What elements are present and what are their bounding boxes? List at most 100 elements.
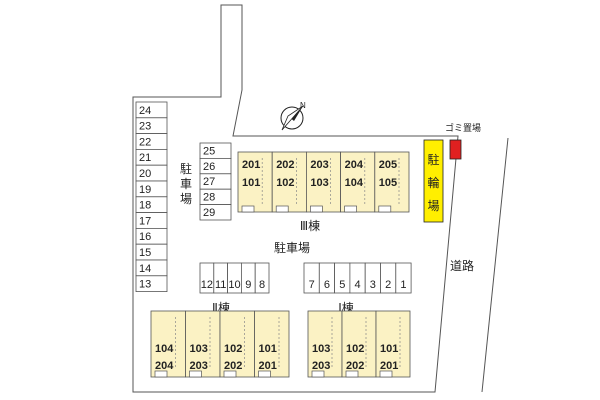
- parking-stall-number: 13: [139, 279, 151, 291]
- unit-cell: [374, 151, 410, 213]
- door-tab: [223, 370, 237, 378]
- unit-cell: [254, 310, 290, 378]
- door-tab: [189, 370, 202, 378]
- parking-stall-number: 19: [139, 184, 151, 196]
- unit-cell: [237, 151, 273, 213]
- bike-label-1: 駐: [427, 152, 439, 167]
- unit-number-lower: 203: [190, 360, 208, 372]
- unit-number-upper: 103: [190, 343, 208, 355]
- parking-stall: [395, 262, 412, 294]
- unit-cell: [341, 310, 377, 378]
- parking-stall-number: 3: [370, 279, 376, 291]
- door-tab: [241, 205, 255, 213]
- unit-number-upper: 102: [224, 343, 242, 355]
- unit-number-lower: 201: [259, 360, 277, 372]
- parking-stall-number: 9: [245, 279, 251, 291]
- unit-number-upper: 101: [380, 343, 398, 355]
- building-3-label: Ⅲ棟: [300, 218, 320, 233]
- parking-stall-number: 27: [203, 176, 215, 188]
- parking-stall-number: 5: [339, 279, 345, 291]
- trash-area: [449, 139, 462, 160]
- unit-number-lower: 101: [242, 177, 260, 189]
- unit-number-lower: 202: [346, 360, 364, 372]
- door-tab: [345, 370, 359, 378]
- parking-stall: [199, 204, 232, 221]
- unit-number-upper: 202: [276, 159, 294, 171]
- unit-number-upper: 104: [155, 343, 174, 355]
- unit-number-upper: 201: [242, 159, 260, 171]
- unit-cell: [185, 310, 221, 378]
- parking-stall-number: 2: [385, 279, 391, 291]
- door-tab: [258, 370, 271, 378]
- parking-stall: [254, 262, 270, 294]
- unit-number-lower: 204: [155, 360, 174, 372]
- door-tab: [154, 370, 168, 378]
- unit-number-lower: 104: [345, 177, 364, 189]
- compass-icon: N: [280, 101, 306, 131]
- building-3: 201 101 202 102 203 103 204 104 205 105: [237, 151, 410, 213]
- north-label: N: [300, 101, 306, 110]
- bike-parking: [423, 139, 444, 223]
- parking-stall-number: 24: [139, 105, 151, 117]
- unit-cell: [307, 310, 343, 378]
- parking-left-label-2: 車: [180, 177, 192, 191]
- trash-label: ゴミ置場: [445, 122, 481, 133]
- unit-number-lower: 202: [224, 360, 242, 372]
- parking-left-label-1: 駐: [180, 161, 192, 176]
- unit-number-lower: 105: [379, 177, 397, 189]
- parking-center-label: 駐車場: [274, 240, 310, 255]
- parking-stall-number: 22: [139, 136, 151, 148]
- unit-number-upper: 204: [345, 159, 364, 171]
- parking-stall: [135, 275, 168, 292]
- parking-stall-number: 17: [139, 215, 151, 227]
- door-tab: [344, 205, 357, 213]
- unit-cell: [340, 151, 376, 213]
- parking-stall-number: 15: [139, 247, 151, 259]
- parking-stall-number: 12: [201, 279, 213, 291]
- parking-stall-number: 8: [259, 279, 265, 291]
- parking-stall-number: 11: [215, 279, 226, 291]
- unit-number-upper: 203: [310, 159, 328, 171]
- parking-stall-number: 7: [309, 279, 315, 291]
- road-line: [481, 137, 509, 393]
- bike-label-3: 場: [427, 199, 439, 213]
- parking-stall-number: 21: [139, 152, 151, 164]
- parking-stall-number: 23: [139, 121, 151, 133]
- door-tab: [275, 205, 289, 213]
- unit-number-upper: 101: [259, 343, 277, 355]
- parking-stall-number: 14: [139, 263, 151, 275]
- unit-number-lower: 103: [310, 177, 328, 189]
- parking-stall-number: 4: [354, 279, 360, 291]
- parking-left-column: 24 23 22 21 20 19 18 17 16 15 14 13: [135, 101, 168, 292]
- parking-stall-number: 18: [139, 200, 151, 212]
- parking-stall-number: 10: [228, 279, 240, 291]
- parking-stall-number: 26: [203, 161, 215, 173]
- parking-stall-number: 25: [203, 145, 215, 157]
- unit-number-lower: 102: [276, 177, 294, 189]
- door-tab: [311, 370, 325, 378]
- unit-number-upper: 102: [346, 343, 364, 355]
- building-2: 104 204 103 203 102 202 101 201: [150, 310, 290, 378]
- bike-label-2: 輪: [427, 175, 439, 190]
- parking-stall-number: 16: [139, 231, 151, 243]
- parking-mid-column: 25 26 27 28 29: [199, 142, 232, 221]
- unit-cell: [219, 310, 255, 378]
- unit-number-lower: 203: [312, 360, 330, 372]
- parking-stall-number: 6: [324, 279, 330, 291]
- unit-number-lower: 201: [380, 360, 398, 372]
- parking-stall-number: 20: [139, 168, 151, 180]
- door-tab: [310, 205, 323, 213]
- door-tab: [379, 370, 393, 378]
- parking-left-label-3: 場: [180, 192, 192, 206]
- road-label: 道路: [450, 258, 474, 273]
- unit-number-upper: 205: [379, 159, 397, 171]
- parking-stall-number: 29: [203, 207, 215, 219]
- parking-stall-number: 28: [203, 192, 215, 204]
- door-tab: [378, 205, 392, 213]
- unit-cell: [375, 310, 411, 378]
- unit-number-upper: 103: [312, 343, 330, 355]
- parking-stall-number: 1: [400, 279, 406, 291]
- building-1: 103 203 102 202 101 201: [307, 310, 411, 378]
